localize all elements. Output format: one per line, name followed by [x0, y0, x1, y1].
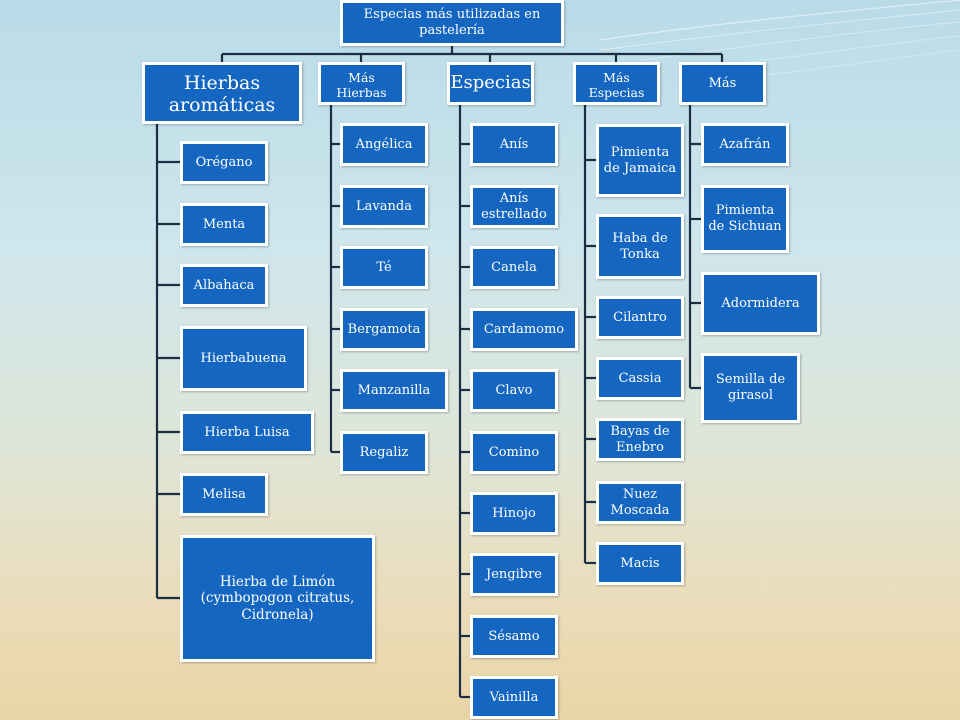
- item-hinojo: Hinojo: [470, 492, 558, 535]
- item-bergamota: Bergamota: [340, 308, 428, 351]
- category-mas-especias: Más Especias: [573, 62, 660, 105]
- item-hierba-de-limon: Hierba de Limón (cymbopogon citratus, Ci…: [180, 535, 375, 662]
- item-cardamomo: Cardamomo: [470, 308, 578, 351]
- item-clavo: Clavo: [470, 369, 558, 412]
- item-melisa: Melisa: [180, 473, 268, 516]
- item-nuez-moscada: Nuez Moscada: [596, 481, 684, 524]
- item-adormidera: Adormidera: [701, 272, 820, 335]
- item-semilla-de-girasol: Semilla de girasol: [701, 353, 800, 423]
- root-node: Especias más utilizadas en pastelería: [340, 0, 564, 46]
- item-pimienta-de-sichuan: Pimienta de Sichuan: [701, 185, 789, 253]
- item-comino: Comino: [470, 431, 558, 474]
- item-cassia: Cassia: [596, 357, 684, 400]
- item-oregano: Orégano: [180, 141, 268, 184]
- item-menta: Menta: [180, 203, 268, 246]
- item-lavanda: Lavanda: [340, 185, 428, 228]
- item-bayas-de-enebro: Bayas de Enebro: [596, 418, 684, 461]
- item-hierbabuena: Hierbabuena: [180, 326, 307, 391]
- item-angelica: Angélica: [340, 123, 428, 166]
- category-mas-hierbas: Más Hierbas: [318, 62, 405, 105]
- item-vainilla: Vainilla: [470, 676, 558, 719]
- item-azafran: Azafrán: [701, 123, 789, 166]
- category-hierbas-aromaticas: Hierbas aromáticas: [142, 62, 302, 124]
- item-jengibre: Jengibre: [470, 553, 558, 596]
- category-especias: Especias: [447, 62, 534, 105]
- item-cilantro: Cilantro: [596, 296, 684, 339]
- item-macis: Macis: [596, 542, 684, 585]
- item-regaliz: Regaliz: [340, 431, 428, 474]
- item-sesamo: Sésamo: [470, 615, 558, 658]
- item-pimienta-de-jamaica: Pimienta de Jamaica: [596, 124, 684, 197]
- item-hierba-luisa: Hierba Luisa: [180, 411, 314, 454]
- category-mas: Más: [679, 62, 766, 105]
- item-anis-estrellado: Anís estrellado: [470, 185, 558, 228]
- item-manzanilla: Manzanilla: [340, 369, 448, 412]
- item-canela: Canela: [470, 246, 558, 289]
- item-te: Té: [340, 246, 428, 289]
- item-albahaca: Albahaca: [180, 264, 268, 307]
- item-haba-de-tonka: Haba de Tonka: [596, 214, 684, 279]
- item-anis: Anís: [470, 123, 558, 166]
